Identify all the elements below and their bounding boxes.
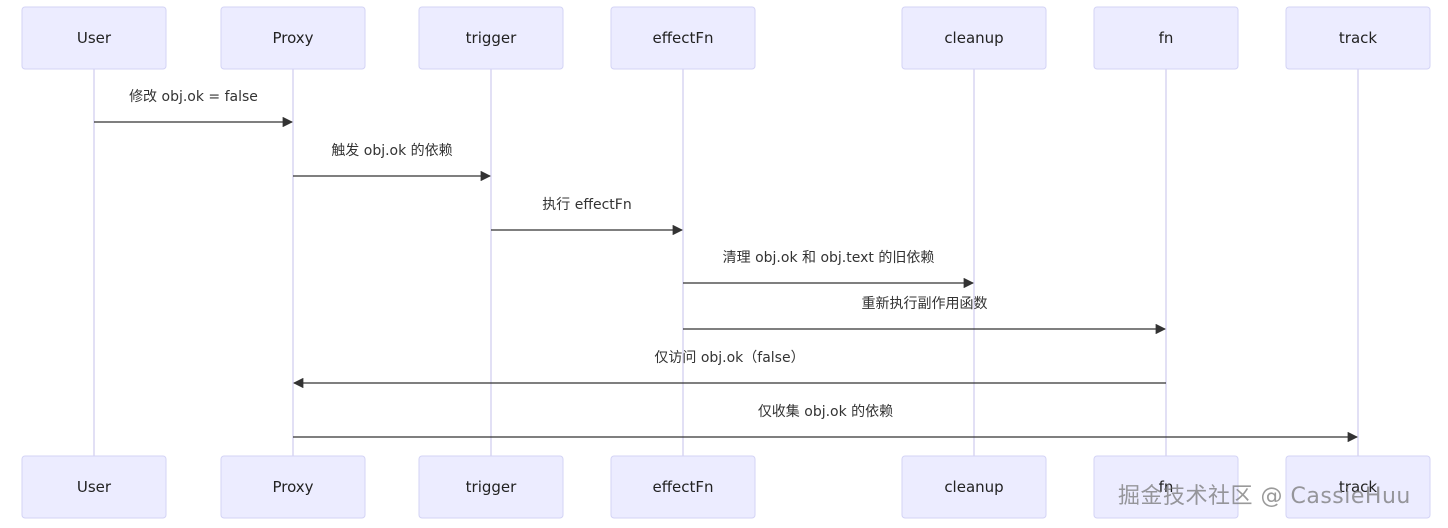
actor-box [21,455,167,519]
message-7: 仅收集 obj.ok 的依赖 [293,403,1359,443]
actor-user-bottom: User [21,455,167,519]
actor-label: effectFn [652,478,713,496]
actor-box [1093,6,1239,70]
actor-trigger-bottom: trigger [418,455,564,519]
actor-cleanup-top: cleanup [901,6,1047,70]
lifelines [93,69,1359,456]
actor-track-bottom: track [1285,455,1431,519]
actor-label: fn [1159,478,1174,496]
actor-box [901,455,1047,519]
message-3: 执行 effectFn [491,197,684,236]
actor-label: cleanup [944,29,1003,47]
message-6: 仅访问 obj.ok（false） [292,350,1166,389]
watermark: 掘金技术社区 @ CassieHuu [1118,484,1411,509]
actor-label: track [1339,478,1377,496]
message-label: 清理 obj.ok 和 obj.text 的旧依赖 [723,250,935,266]
message-label: 仅收集 obj.ok 的依赖 [758,403,893,420]
actor-label: trigger [466,478,517,496]
actor-box [901,6,1047,70]
message-label: 触发 obj.ok 的依赖 [331,143,452,159]
message-1: 修改 obj.ok = false [94,89,294,128]
actor-box [220,455,366,519]
actors-bottom: User Proxy trigger effectFn cleanup fn track [21,455,1431,519]
actor-trigger-top: trigger [418,6,564,70]
actor-box [610,6,756,70]
actor-label: User [77,478,112,496]
actor-user-top: User [21,6,167,70]
actor-effectFn-bottom: effectFn [610,455,756,519]
message-2: 触发 obj.ok 的依赖 [293,143,492,182]
actor-label: User [77,29,112,47]
actor-box [21,6,167,70]
message-label: 重新执行副作用函数 [862,296,988,312]
actor-box [1093,455,1239,519]
actor-label: fn [1159,29,1174,47]
actor-box [1285,6,1431,70]
actor-label: cleanup [944,478,1003,496]
message-label: 修改 obj.ok = false [129,89,258,105]
actor-box [1285,455,1431,519]
message-5: 重新执行副作用函数 [683,296,1167,335]
actor-box [610,455,756,519]
actor-label: Proxy [272,478,313,496]
actor-track-top: track [1285,6,1431,70]
actor-fn-bottom: fn [1093,455,1239,519]
actor-box [418,6,564,70]
message-label: 执行 effectFn [542,197,631,213]
actor-effectFn-top: effectFn [610,6,756,70]
actor-cleanup-bottom: cleanup [901,455,1047,519]
actor-label: trigger [466,29,517,47]
actor-proxy-bottom: Proxy [220,455,366,519]
actor-proxy-top: Proxy [220,6,366,70]
message-4: 清理 obj.ok 和 obj.text 的旧依赖 [683,250,975,289]
actor-label: track [1339,29,1377,47]
actor-box [418,455,564,519]
actor-label: effectFn [652,29,713,47]
message-label: 仅访问 obj.ok（false） [654,350,804,366]
actors-top: User Proxy trigger effectFn cleanup fn track [21,6,1431,70]
actor-box [220,6,366,70]
actor-label: Proxy [272,29,313,47]
actor-fn-top: fn [1093,6,1239,70]
